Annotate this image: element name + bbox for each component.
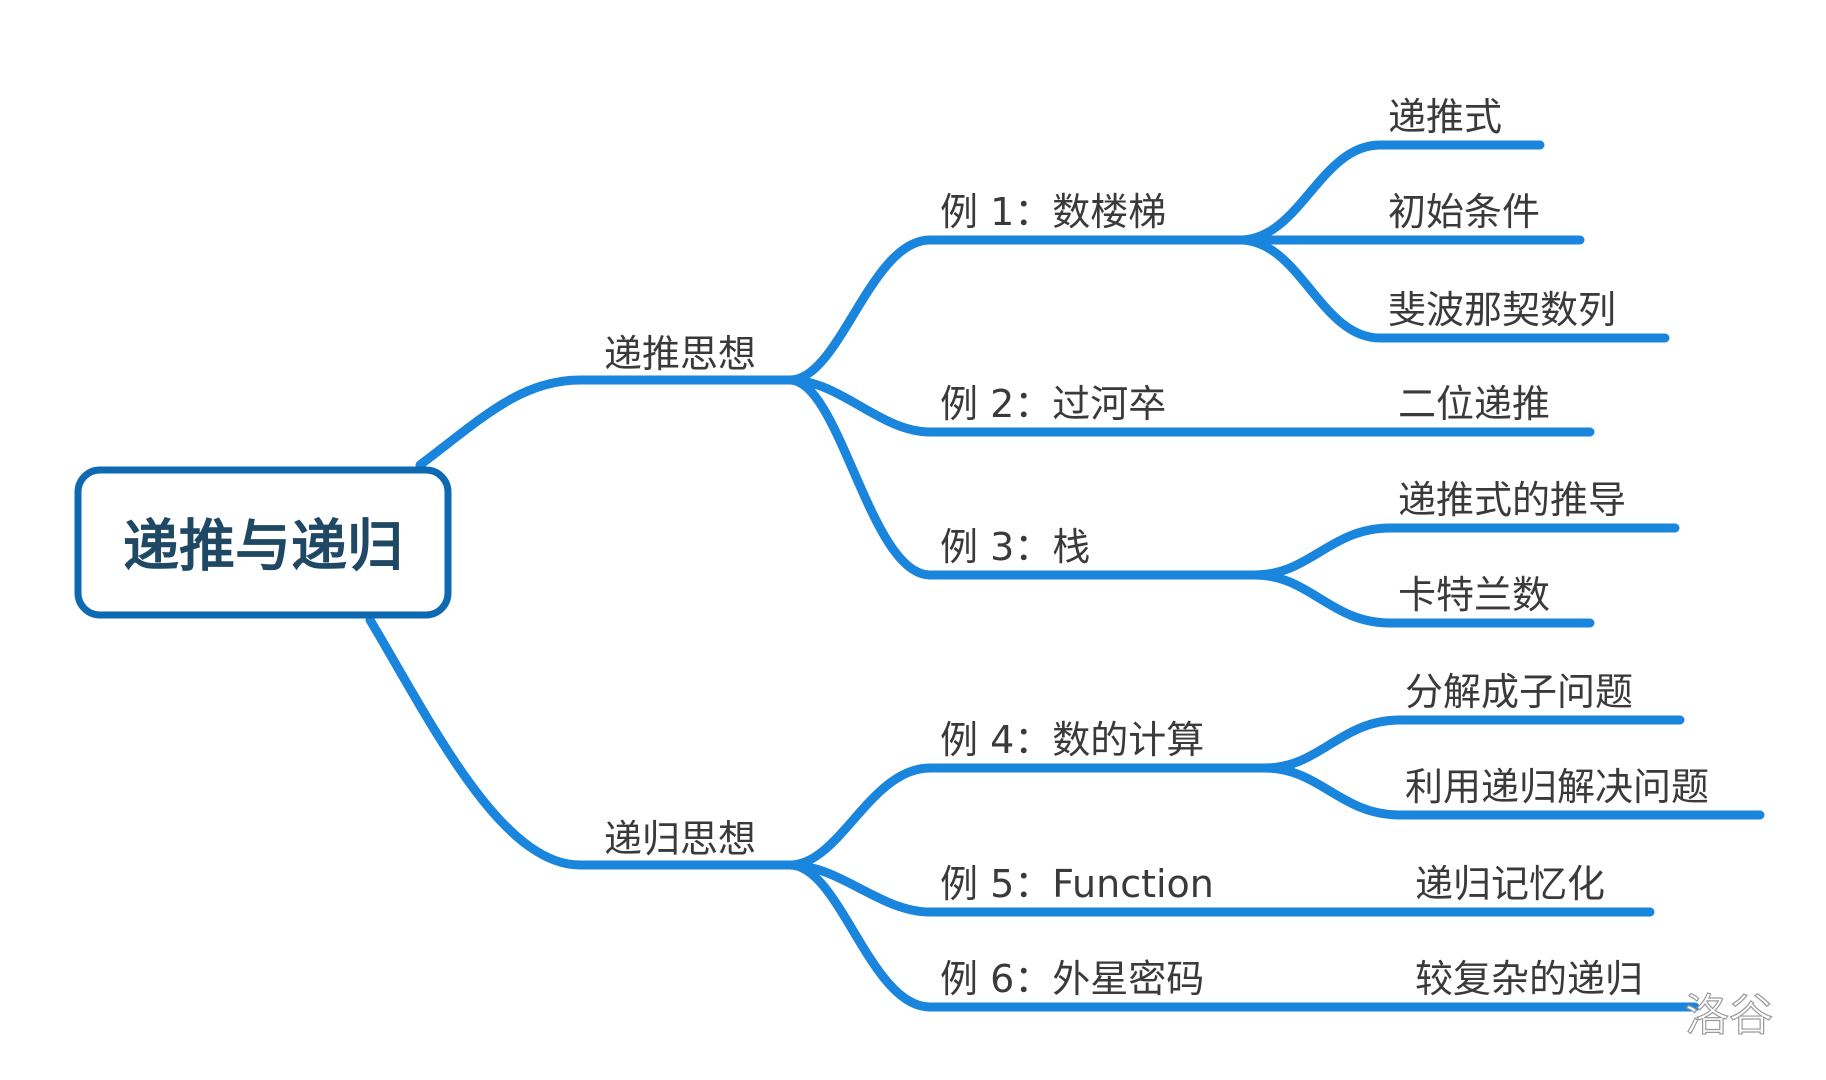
example-3-label: 例 3：栈 (940, 525, 1090, 569)
detail-recursive-memoization: 递归记忆化 (1415, 862, 1605, 906)
example-5-label: 例 5：Function (940, 862, 1214, 906)
connector-to-example-1 (785, 235, 1245, 385)
branch-recurrence-thinking: 递推思想 (604, 332, 756, 376)
connector-to-example-2 (785, 375, 1595, 437)
connector-to-example-4 (785, 763, 1270, 870)
root-node-title: 递推与递归 (123, 515, 403, 580)
example-1-label: 例 1：数楼梯 (940, 190, 1166, 234)
root-node-box (74, 466, 452, 619)
detail-complex-recursion: 较复杂的递归 (1415, 957, 1643, 1001)
example-2-label: 例 2：过河卒 (940, 382, 1166, 426)
detail-recurrence-formula: 递推式 (1388, 95, 1502, 139)
connector-root-to-recurrence-thinking (415, 375, 795, 470)
connector-ex3-to-detail-2 (1250, 570, 1595, 628)
branch-recursion-thinking: 递归思想 (604, 817, 756, 861)
connector-ex1-to-detail-3 (1235, 235, 1670, 343)
connector-ex4-to-detail-2 (1260, 763, 1765, 820)
connector-root-to-recursion-thinking (365, 615, 795, 870)
detail-fibonacci-sequence: 斐波那契数列 (1388, 288, 1616, 332)
detail-2d-recurrence: 二位递推 (1398, 382, 1550, 426)
example-4-label: 例 4：数的计算 (940, 718, 1204, 762)
detail-initial-conditions: 初始条件 (1388, 190, 1540, 234)
luogu-watermark: 洛谷 (1685, 990, 1773, 1041)
connector-ex4-to-detail-1 (1260, 715, 1685, 773)
connector-to-example-6 (785, 860, 1700, 1012)
detail-catalan-numbers: 卡特兰数 (1398, 573, 1550, 617)
connector-to-example-3 (785, 375, 1260, 580)
detail-solve-with-recursion: 利用递归解决问题 (1405, 765, 1709, 809)
example-6-label: 例 6：外星密码 (940, 957, 1204, 1001)
connector-ex3-to-detail-1 (1250, 523, 1680, 580)
detail-formula-derivation: 递推式的推导 (1398, 478, 1626, 522)
connector-ex1-to-detail-1 (1235, 140, 1545, 245)
detail-decompose-subproblems: 分解成子问题 (1405, 670, 1633, 714)
